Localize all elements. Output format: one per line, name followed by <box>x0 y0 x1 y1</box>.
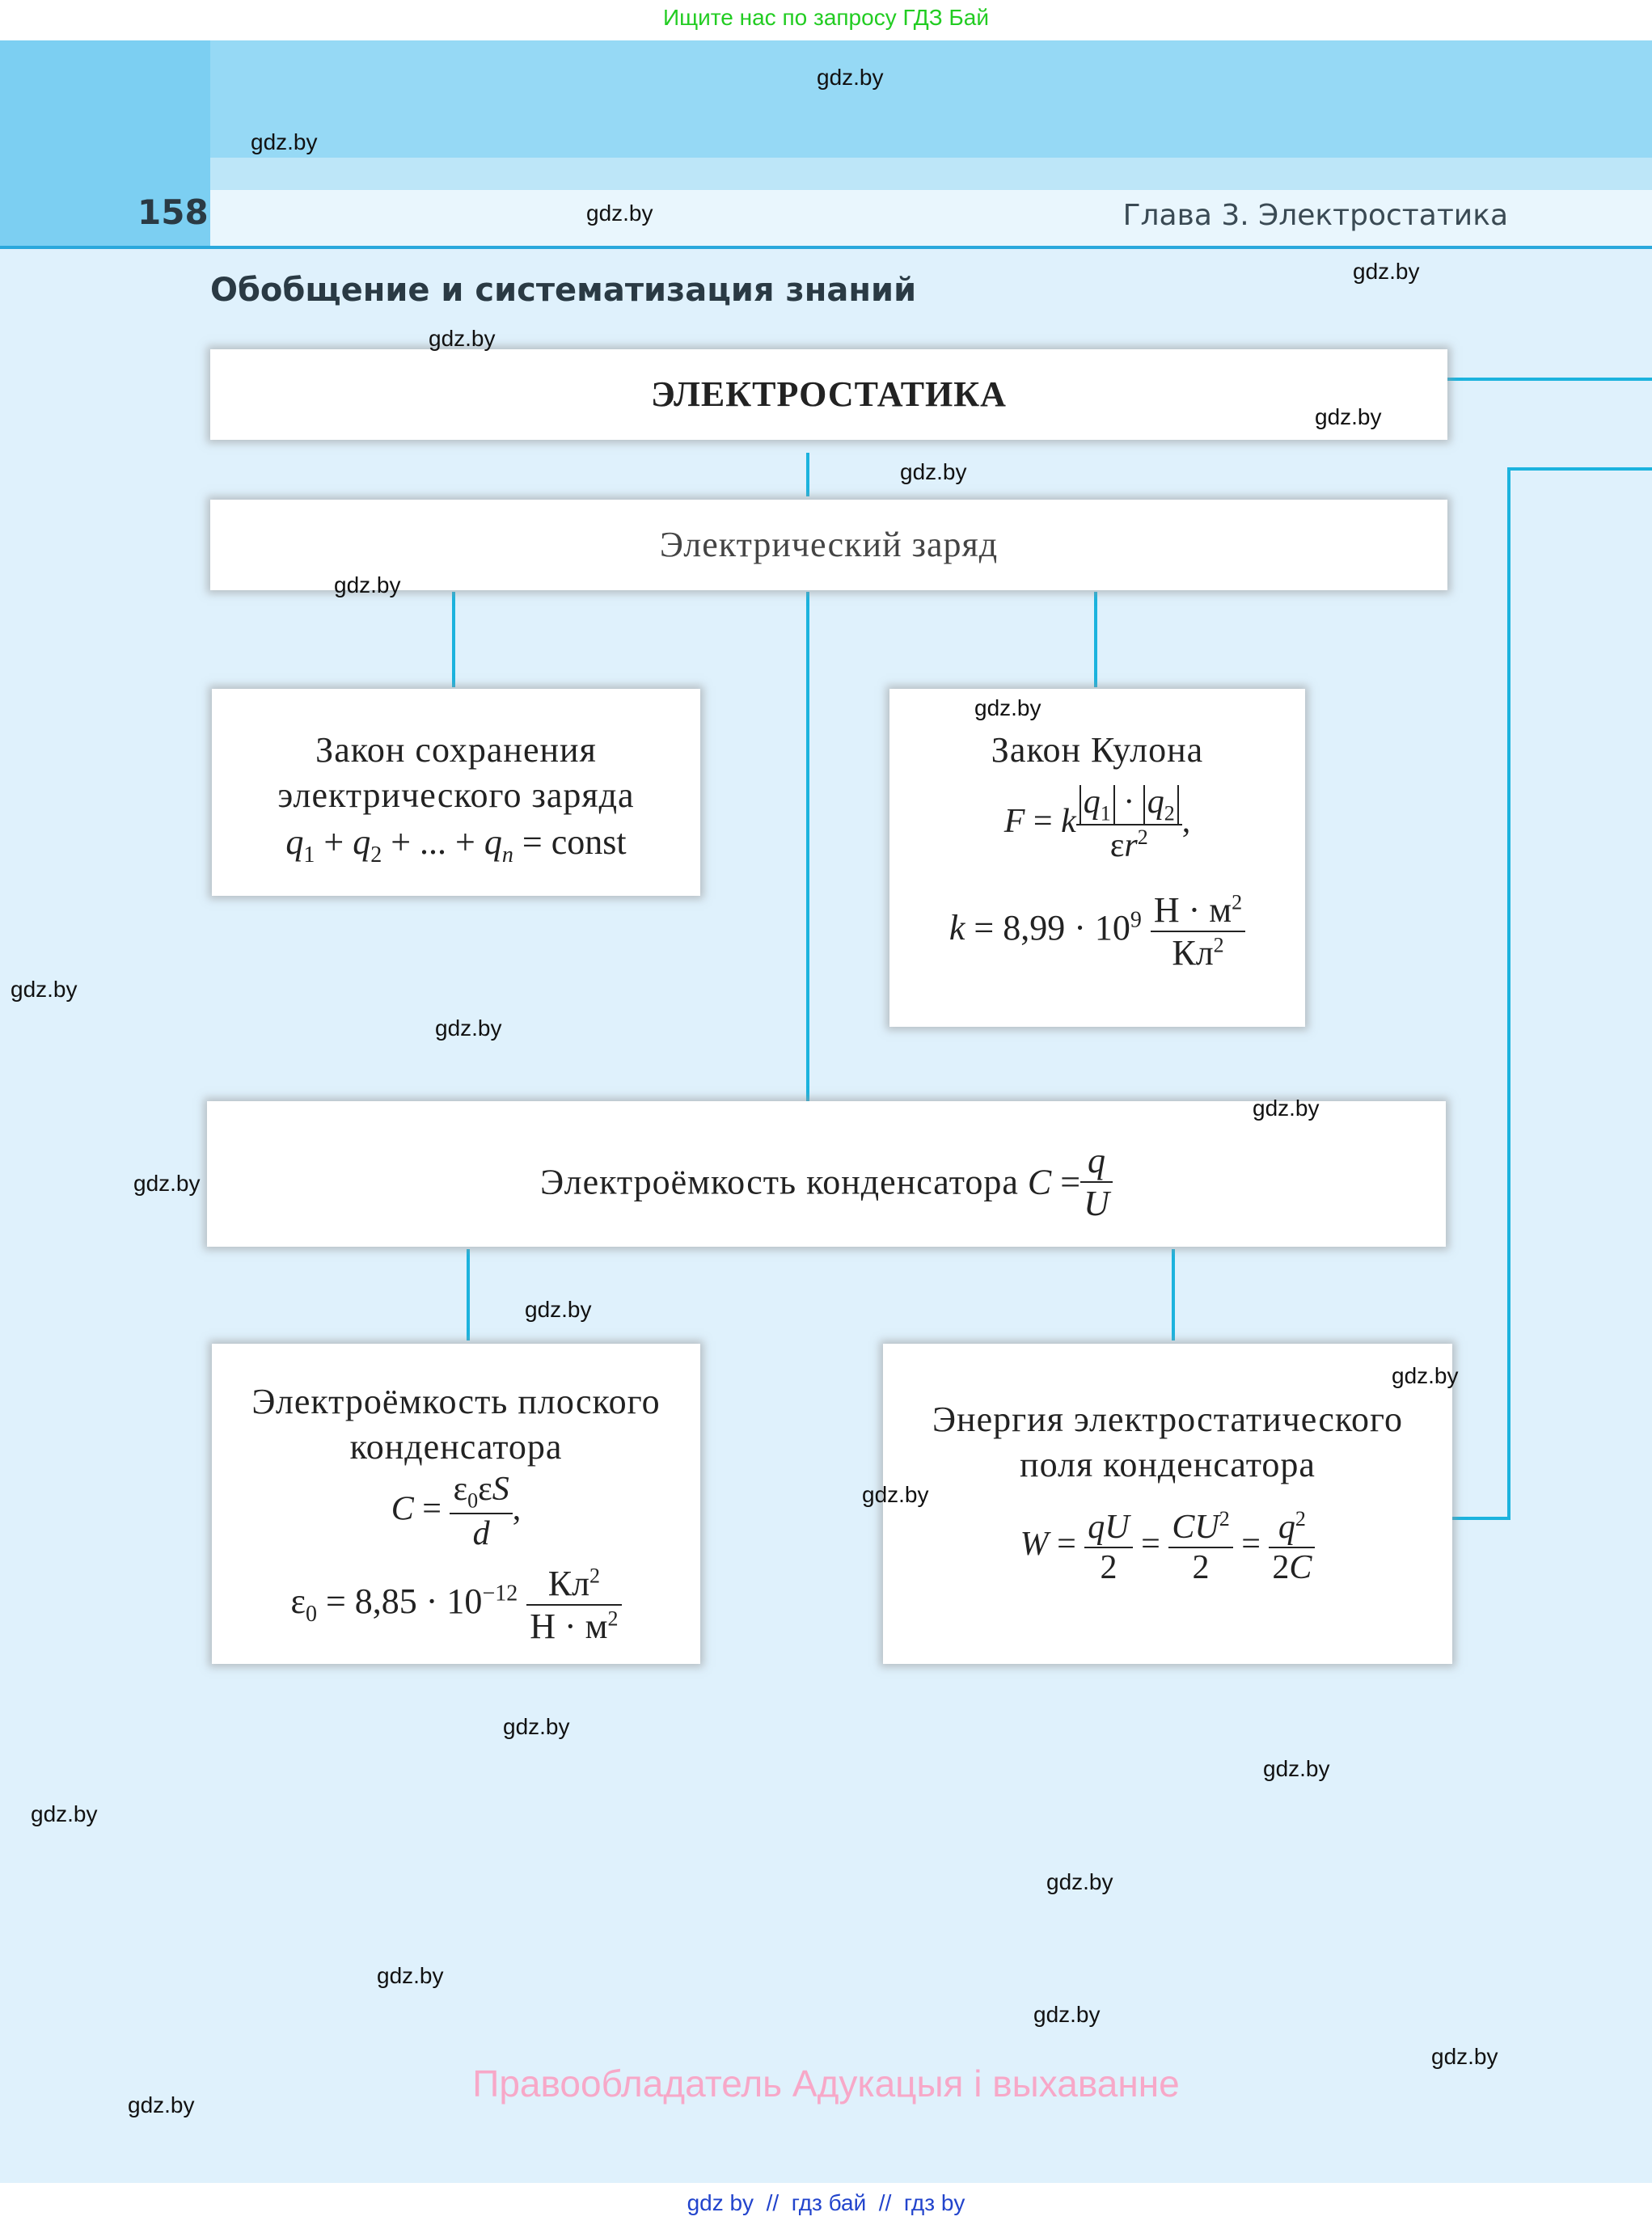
flat-capacitor-line2: конденсатора <box>349 1427 563 1467</box>
header-rule <box>0 246 1652 249</box>
watermark: gdz.by <box>435 1015 502 1041</box>
coulomb-title: Закон Кулона <box>991 730 1204 770</box>
energy-line2: поля конденсатора <box>1020 1445 1316 1484</box>
connector-root-right <box>1447 378 1652 381</box>
root-box: ЭЛЕКТРОСТАТИКА <box>210 349 1447 440</box>
connector-cap-energy <box>1172 1249 1175 1340</box>
watermark: gdz.by <box>862 1482 929 1507</box>
flat-capacitor-box: Электроёмкость плоского конденсатора C =… <box>212 1344 700 1664</box>
header-left-block <box>0 40 210 247</box>
conservation-line2: электрического заряда <box>277 775 635 815</box>
watermark: gdz.by <box>503 1714 570 1739</box>
watermark: gdz.by <box>1033 2002 1101 2027</box>
capacitance-label: Электроёмкость конденсатора <box>540 1162 1019 1202</box>
connector-right-vertical <box>1507 469 1510 711</box>
watermark: gdz.by <box>1392 1363 1459 1388</box>
charge-label: Электрический заряд <box>659 525 999 564</box>
watermark: gdz.by <box>128 2092 195 2117</box>
watermark: gdz.by <box>1353 259 1420 284</box>
watermark: gdz.by <box>1046 1869 1113 1894</box>
flat-capacitor-line1: Электроёмкость плоского <box>251 1382 661 1421</box>
connector-right-top <box>1507 467 1652 471</box>
watermark: gdz.by <box>377 1963 444 1988</box>
watermark: gdz.by <box>251 129 318 154</box>
watermark: gdz.by <box>31 1801 98 1826</box>
watermark: gdz.by <box>334 572 401 597</box>
conservation-formula: q1 + q2 + ... + qn = const <box>285 822 627 868</box>
watermark: gdz.by <box>974 695 1041 720</box>
header-row <box>210 190 1652 247</box>
connector-right-vertical-2 <box>1507 710 1510 1518</box>
bottom-links[interactable]: gdz by // гдз бай // гдз by <box>0 2183 1652 2225</box>
watermark: gdz.by <box>429 326 496 351</box>
header-strip <box>210 158 1652 190</box>
watermark: gdz.by <box>1263 1756 1330 1781</box>
connector-energy-right <box>1447 1517 1510 1520</box>
energy-line1: Энергия электростатического <box>932 1400 1404 1439</box>
connector-root-charge <box>806 453 809 496</box>
watermark: gdz.by <box>133 1171 201 1196</box>
chapter-title: Глава 3. Электростатика <box>1122 199 1508 232</box>
watermark: gdz.by <box>586 201 653 226</box>
section-title: Обобщение и систематизация знаний <box>210 272 917 309</box>
watermark: gdz.by <box>1315 404 1382 429</box>
watermark: gdz.by <box>11 977 78 1002</box>
top-banner: Ищите нас по запросу ГДЗ Бай <box>0 0 1652 40</box>
conservation-line1: Закон сохранения <box>315 730 597 770</box>
connector-charge-capacitance <box>806 592 809 1101</box>
watermark: gdz.by <box>1253 1096 1320 1121</box>
watermark: gdz.by <box>525 1297 592 1322</box>
charge-box: Электрический заряд <box>210 500 1447 590</box>
watermark: gdz.by <box>1431 2044 1498 2069</box>
rights-holder: Правообладатель Адукацыя і выхаванне <box>472 2062 1180 2105</box>
page-number: 158 <box>137 192 209 232</box>
root-label: ЭЛЕКТРОСТАТИКА <box>651 374 1007 414</box>
conservation-box: Закон сохранения электрического заряда q… <box>212 689 700 896</box>
header-band <box>210 40 1652 158</box>
watermark: gdz.by <box>900 459 967 484</box>
watermark: gdz.by <box>817 65 884 90</box>
connector-cap-flat <box>467 1249 470 1340</box>
connector-charge-conservation <box>452 592 455 687</box>
connector-charge-coulomb <box>1094 592 1097 687</box>
energy-box: Энергия электростатического поля конденс… <box>883 1344 1452 1664</box>
